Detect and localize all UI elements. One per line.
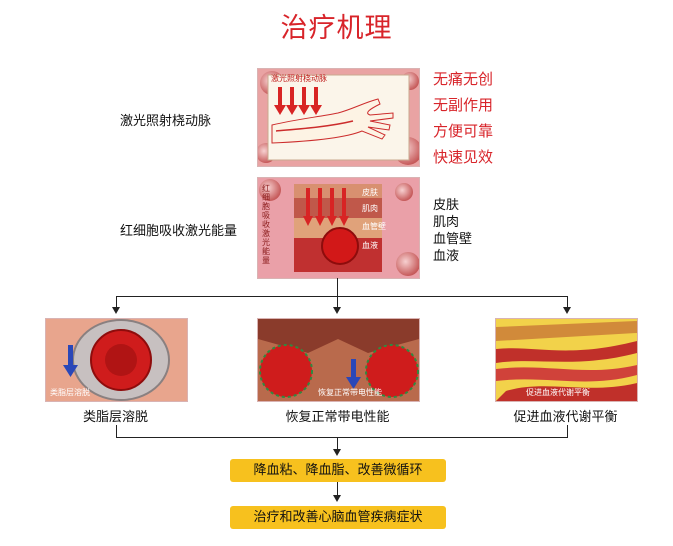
- connector-line: [567, 425, 568, 437]
- effect-image-tag: 恢复正常带电性能: [318, 388, 382, 397]
- effect-caption: 恢复正常带电性能: [285, 410, 390, 425]
- image-tag-blood: 血液: [362, 241, 378, 250]
- layer-item: 血管壁: [433, 232, 473, 247]
- effect-image-tag: 促进血液代谢平衡: [526, 388, 590, 397]
- page-title: 治疗机理: [280, 13, 393, 44]
- step2-label: 红细胞吸收激光能量: [120, 224, 238, 239]
- benefits-list: 无痛无创 无副作用 方便可靠 快速见效: [433, 66, 493, 170]
- image-tag-skin: 皮肤: [362, 188, 378, 197]
- blood-metabolism-illustration: [496, 319, 637, 401]
- layer-item: 皮肤: [433, 198, 460, 213]
- benefit-item: 无痛无创: [433, 70, 494, 88]
- result-box-1: 降血粘、降血脂、改善微循环: [230, 459, 446, 482]
- laser-wrist-image: 激光照射桡动脉: [257, 68, 420, 167]
- benefit-item: 快速见效: [433, 148, 494, 166]
- arrow-down-icon: [333, 307, 341, 314]
- charge-restore-illustration: [258, 319, 419, 401]
- image-tag-muscle: 肌肉: [362, 204, 378, 213]
- layer-item: 血液: [433, 249, 460, 264]
- connector-line: [567, 296, 568, 308]
- layer-item: 肌肉: [433, 215, 460, 230]
- red-cell-layers-image: 红细胞吸收激光能量 皮肤 肌肉 血管壁 血液: [257, 177, 420, 279]
- effect-image-metabolism: 促进血液代谢平衡: [495, 318, 638, 402]
- result-box-2: 治疗和改善心脑血管疾病症状: [230, 506, 446, 529]
- effect-image-charge: 恢复正常带电性能: [257, 318, 420, 402]
- branch-line: [116, 296, 568, 297]
- benefit-item: 方便可靠: [433, 122, 494, 140]
- lipid-dissolve-illustration: [46, 319, 187, 401]
- image-caption: 激光照射桡动脉: [271, 74, 327, 83]
- image-side-text: 红细胞吸收激光能量: [262, 184, 270, 265]
- arrow-down-icon: [333, 449, 341, 456]
- arrow-down-icon: [112, 307, 120, 314]
- connector-line: [116, 296, 117, 308]
- connector-line: [116, 425, 117, 437]
- red-cell-layers-illustration: [258, 178, 419, 278]
- effect-caption: 促进血液代谢平衡: [513, 410, 618, 425]
- arrow-down-icon: [563, 307, 571, 314]
- connector-line: [337, 482, 338, 496]
- effect-image-lipid: 类脂层溶脱: [45, 318, 188, 402]
- benefit-item: 无副作用: [433, 96, 494, 114]
- merge-line: [116, 437, 568, 438]
- connector-line: [337, 437, 338, 450]
- laser-wrist-illustration: [258, 69, 419, 166]
- image-tag-vessel-wall: 血管壁: [362, 222, 386, 231]
- step1-label: 激光照射桡动脉: [120, 114, 212, 129]
- effect-image-tag: 类脂层溶脱: [50, 388, 90, 397]
- layers-list: 皮肤 肌肉 血管壁 血液: [433, 197, 472, 265]
- connector-line: [337, 296, 338, 308]
- effect-caption: 类脂层溶脱: [82, 410, 148, 425]
- connector-line: [337, 278, 338, 296]
- arrow-down-icon: [333, 495, 341, 502]
